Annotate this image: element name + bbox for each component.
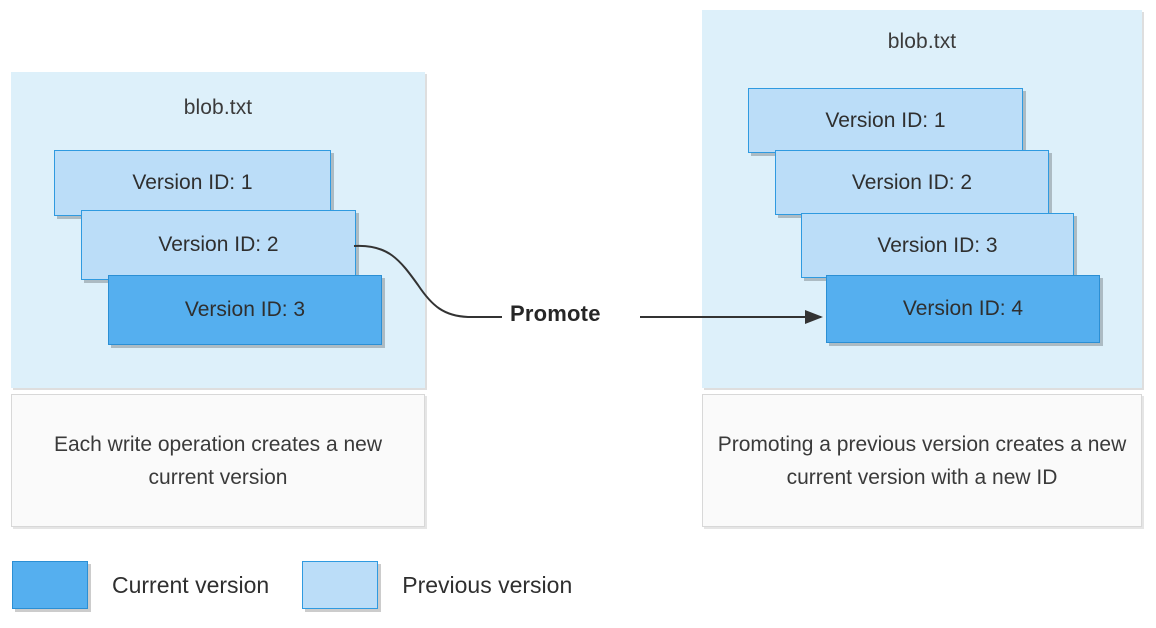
version-box-label: Version ID: 2: [851, 170, 973, 194]
version-box-left-2[interactable]: Version ID: 2: [81, 210, 356, 280]
caption-left-text: Each write operation creates a new curre…: [53, 432, 382, 489]
legend-swatch-previous-icon: [302, 561, 379, 609]
version-box-label: Version ID: 3: [877, 233, 998, 257]
caption-right: Promoting a previous version creates a n…: [702, 394, 1142, 527]
version-box-label: Version ID: 2: [158, 233, 279, 256]
caption-right-text: Promoting a previous version creates a n…: [717, 432, 1127, 489]
legend-label-previous: Previous version: [402, 571, 573, 598]
blob-name-right: blob.txt: [887, 30, 957, 53]
version-box-right-2[interactable]: Version ID: 2: [775, 150, 1049, 215]
version-box-label: Version ID: 3: [184, 298, 306, 321]
legend-label-current: Current version: [112, 571, 270, 598]
promote-label: Promote: [510, 301, 601, 326]
version-box-label: Version ID: 4: [902, 297, 1024, 320]
version-box-right-4[interactable]: Version ID: 4: [826, 275, 1100, 343]
legend-item-previous: Previous version: [302, 561, 572, 609]
caption-left: Each write operation creates a new curre…: [11, 394, 425, 527]
legend-item-current: Current version: [12, 561, 269, 609]
version-box-left-3[interactable]: Version ID: 3: [108, 275, 382, 345]
legend: Current version Previous version: [12, 560, 572, 610]
blob-panel-right: blob.txt Version ID: 1 Version ID: 2 Ver…: [702, 10, 1142, 388]
blob-panel-left: blob.txt Version ID: 1 Version ID: 2 Ver…: [11, 72, 425, 388]
version-box-right-1[interactable]: Version ID: 1: [748, 88, 1023, 153]
legend-swatch-current-icon: [12, 561, 88, 609]
version-box-label: Version ID: 1: [825, 108, 946, 132]
version-box-label: Version ID: 1: [132, 171, 253, 194]
version-box-right-3[interactable]: Version ID: 3: [801, 213, 1074, 278]
blob-name-left: blob.txt: [183, 96, 253, 119]
version-box-left-1[interactable]: Version ID: 1: [54, 150, 331, 216]
